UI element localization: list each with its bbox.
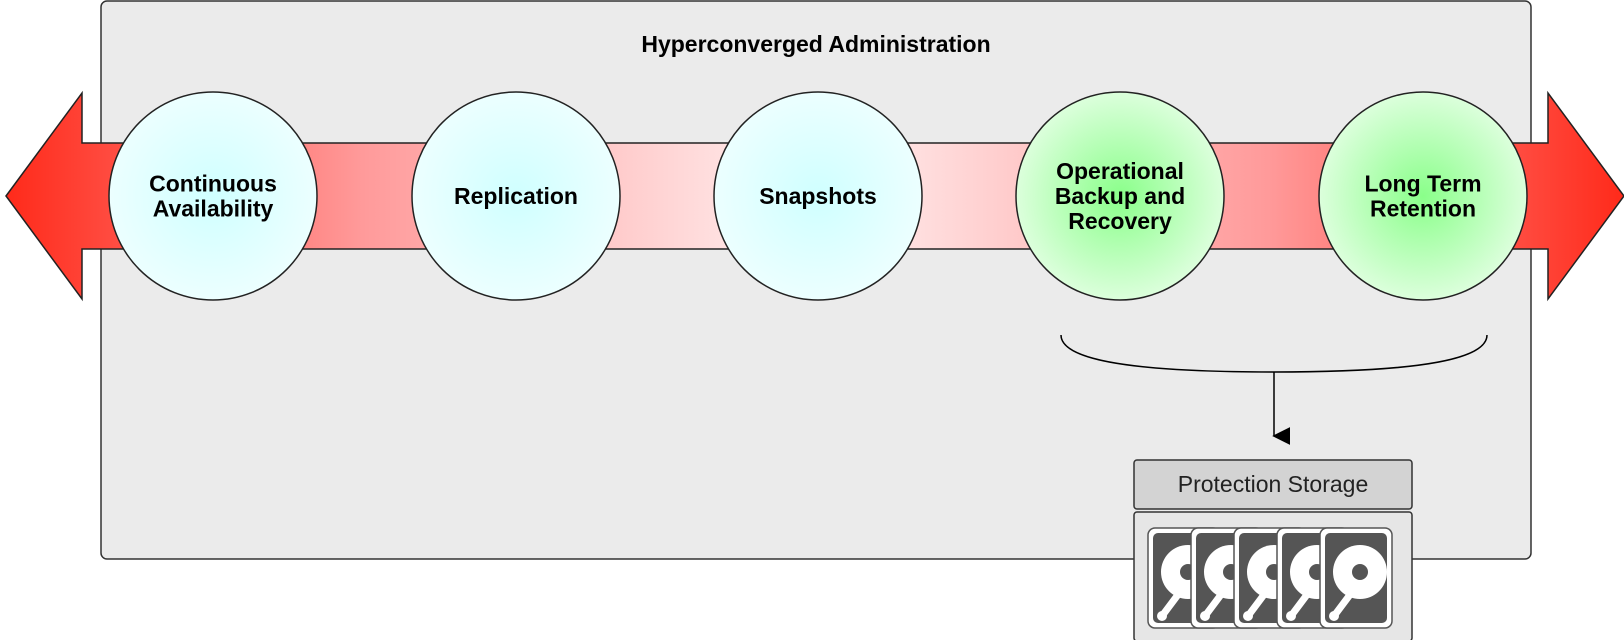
stage-circle-1: Replication <box>411 91 621 301</box>
stage-circle-shape <box>411 91 621 301</box>
stage-label-line: Long Term <box>1364 171 1481 197</box>
panel-title: Hyperconverged Administration <box>641 31 990 57</box>
stage-label-line: Availability <box>153 196 274 222</box>
stage-circle-shape <box>713 91 923 301</box>
stage-label-line: Operational <box>1056 158 1184 184</box>
stage-label-line: Continuous <box>149 171 277 197</box>
disk-array <box>1147 527 1393 629</box>
stage-label-line: Snapshots <box>759 183 877 209</box>
stage-label-line: Recovery <box>1068 208 1172 234</box>
stage-circle-2: Snapshots <box>713 91 923 301</box>
protection-storage: Protection Storage <box>1133 459 1413 640</box>
stage-label-line: Backup and <box>1055 183 1185 209</box>
stage-label-line: Replication <box>454 183 578 209</box>
stage-circle-shape <box>1015 91 1225 301</box>
hard-disk-icon <box>1319 527 1393 629</box>
stage-circle-shape <box>1318 91 1528 301</box>
stage-label-line: Retention <box>1370 196 1476 222</box>
storage-label: Protection Storage <box>1178 471 1369 497</box>
storage-header <box>1133 459 1413 510</box>
stage-circle-shape <box>108 91 318 301</box>
